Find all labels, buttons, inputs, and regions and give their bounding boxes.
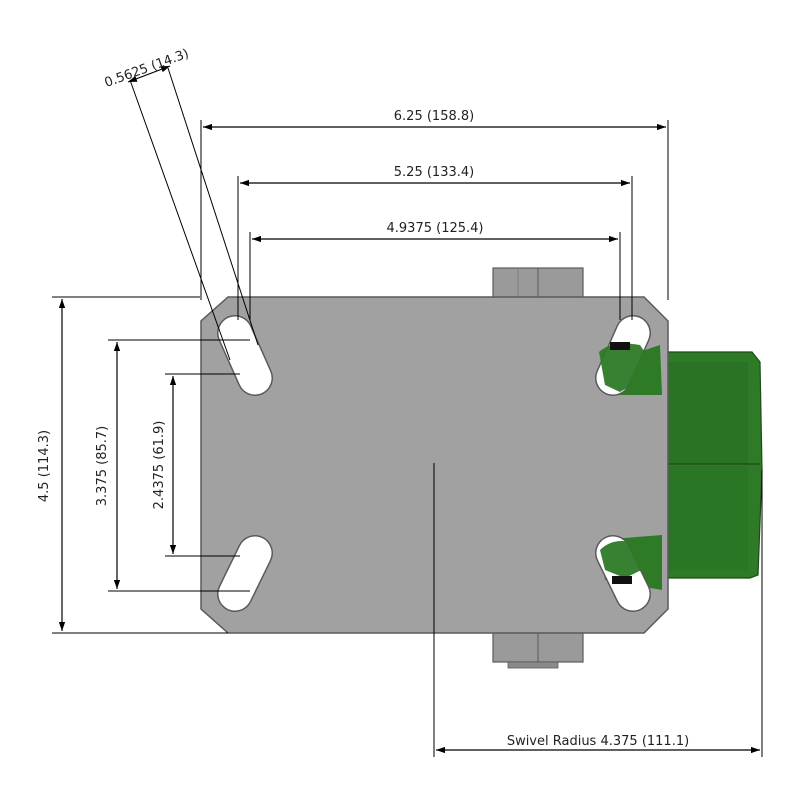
label-slot-width: 0.5625 (14.3) xyxy=(103,46,191,90)
label-bolt-width-inner: 4.9375 (125.4) xyxy=(387,221,484,236)
label-bolt-height-inner: 2.4375 (61.9) xyxy=(152,421,167,510)
green-wheel xyxy=(661,351,763,579)
dimension-lines xyxy=(58,65,760,754)
label-swivel-radius: Swivel Radius 4.375 (111.1) xyxy=(507,734,689,749)
label-bolt-height-outer: 3.375 (85.7) xyxy=(95,426,110,506)
top-nut xyxy=(492,267,584,299)
label-bolt-width-outer: 5.25 (133.4) xyxy=(394,165,474,180)
bottom-nut xyxy=(492,631,584,669)
label-overall-width: 6.25 (158.8) xyxy=(394,109,474,124)
dim-line-slot-width xyxy=(127,65,171,83)
label-overall-height: 4.5 (114.3) xyxy=(37,430,52,502)
bolt-slots xyxy=(217,315,652,612)
